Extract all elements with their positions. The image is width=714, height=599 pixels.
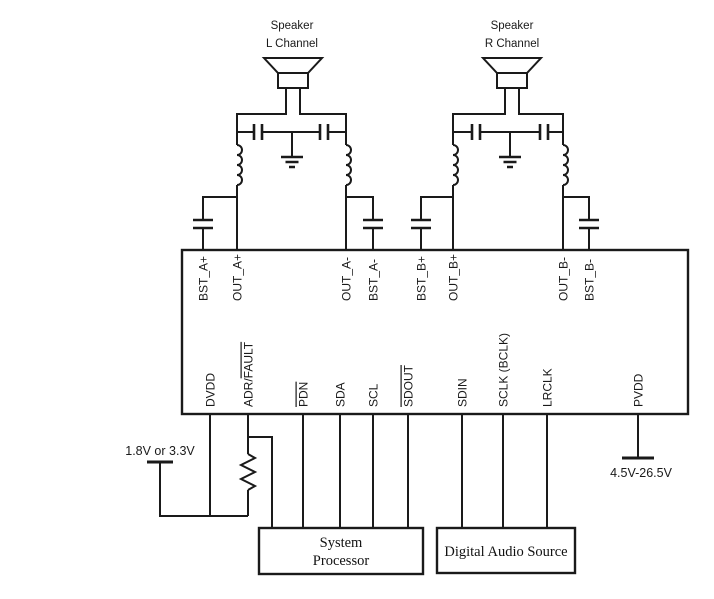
system-processor-block: System Processor xyxy=(257,414,425,576)
filter-cap-b-left-icon xyxy=(470,124,482,140)
speaker-r-label-line2: R Channel xyxy=(485,38,539,50)
amplifier-ic-body xyxy=(180,248,690,416)
wire-bst-b-plus xyxy=(420,196,453,250)
digital-audio-source-box xyxy=(435,526,577,575)
speaker-l-magnet-icon xyxy=(277,72,309,89)
control-bus-wires xyxy=(302,414,409,528)
pin-label-sdout: SDOUT xyxy=(402,364,416,407)
wire-bst-a-plus xyxy=(202,196,237,250)
ground-symbol-a-icon xyxy=(281,132,303,169)
ground-symbol-b-icon xyxy=(499,132,521,169)
digital-audio-source-label: Digital Audio Source xyxy=(444,544,567,560)
system-processor-label-line1: System xyxy=(320,535,363,551)
pin-label-bst-b-minus: BST_B- xyxy=(583,259,597,301)
ic-bottom-pin-labels: DVDD ADR/FAULT PDN SDA SCL SDOUT SDIN SC… xyxy=(204,333,646,407)
filter-cap-b-right-icon xyxy=(538,124,550,140)
pin-label-fault-overlined: FAULT xyxy=(242,341,256,378)
system-processor-box xyxy=(257,526,425,576)
pin-label-bst-a-minus: BST_A- xyxy=(367,259,381,301)
wire-logic-supply xyxy=(159,462,248,517)
bootstrap-cap-b-plus-icon xyxy=(411,218,431,230)
inductor-b-plus-icon xyxy=(452,144,459,186)
pin-label-out-a-minus: OUT_A- xyxy=(340,257,354,301)
wire-bst-a-minus xyxy=(346,196,374,250)
lc-filter-channel-a xyxy=(236,88,352,250)
pin-label-lrclk: LRCLK xyxy=(541,368,555,407)
wire-speaker-l-plus xyxy=(236,88,287,145)
system-processor-label-line2: Processor xyxy=(313,553,370,569)
pin-label-out-b-plus: OUT_B+ xyxy=(447,254,461,301)
pin-label-bst-a-plus: BST_A+ xyxy=(197,256,211,301)
pin-label-scl: SCL xyxy=(367,383,381,407)
inductor-a-plus-icon xyxy=(236,144,243,186)
ic-top-pin-labels: BST_A+ OUT_A+ OUT_A- BST_A- BST_B+ OUT_B… xyxy=(197,254,597,301)
wire-speaker-r-plus xyxy=(452,88,506,145)
bootstrap-cap-b-minus-icon xyxy=(579,218,599,230)
speaker-r-label-line1: Speaker xyxy=(491,20,534,32)
inductor-a-minus-icon xyxy=(345,144,352,186)
adr-fault-network xyxy=(238,414,273,528)
filter-cap-a-left-icon xyxy=(252,124,264,140)
speaker-r-cone-icon xyxy=(480,57,544,74)
digital-audio-source-block: Digital Audio Source xyxy=(435,414,577,575)
pin-label-sclk-bclk: SCLK (BCLK) xyxy=(497,333,511,407)
logic-supply: 1.8V or 3.3V xyxy=(125,414,248,517)
wire-speaker-l-minus xyxy=(299,88,347,145)
bootstrap-caps-channel-b xyxy=(411,196,599,250)
wire-speaker-r-minus xyxy=(518,88,564,145)
pin-label-adr-fault: ADR/FAULT xyxy=(242,341,256,407)
pvdd-supply-label: 4.5V-26.5V xyxy=(610,466,673,480)
pin-label-pvdd: PVDD xyxy=(632,373,646,407)
pin-label-sda: SDA xyxy=(334,382,348,407)
pin-label-bst-b-plus: BST_B+ xyxy=(415,256,429,301)
pin-label-pdn: PDN xyxy=(297,382,311,407)
pin-label-adr-base: ADR/ xyxy=(242,378,256,407)
pin-label-dvdd: DVDD xyxy=(204,373,218,407)
wire-bst-b-minus xyxy=(563,196,590,250)
pin-label-out-b-minus: OUT_B- xyxy=(557,257,571,301)
logic-supply-label: 1.8V or 3.3V xyxy=(125,444,195,458)
speaker-l-label-line2: L Channel xyxy=(266,38,318,50)
audio-bus-wires xyxy=(461,414,548,528)
speaker-r-magnet-icon xyxy=(496,72,528,89)
pvdd-supply: 4.5V-26.5V xyxy=(610,414,673,480)
inductor-b-minus-icon xyxy=(562,144,569,186)
speaker-r-channel: Speaker R Channel xyxy=(480,20,544,89)
speaker-l-label-line1: Speaker xyxy=(271,20,314,32)
bootstrap-cap-a-plus-icon xyxy=(193,218,213,230)
speaker-l-channel: Speaker L Channel xyxy=(261,20,325,89)
bootstrap-caps-channel-a xyxy=(193,196,383,250)
lc-filter-channel-b xyxy=(452,88,569,250)
filter-cap-a-right-icon xyxy=(318,124,330,140)
pin-label-sdin: SDIN xyxy=(456,378,470,407)
speaker-l-cone-icon xyxy=(261,57,325,74)
wire-adr-fault-branch xyxy=(248,436,273,528)
pin-label-out-a-plus: OUT_A+ xyxy=(231,254,245,301)
pull-resistor-icon xyxy=(238,453,258,491)
bootstrap-cap-a-minus-icon xyxy=(363,218,383,230)
